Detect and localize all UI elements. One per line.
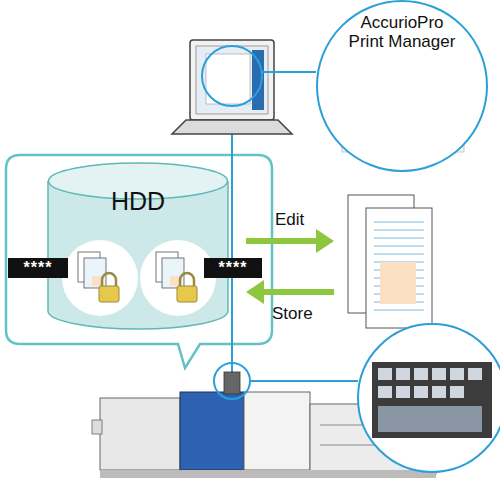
software-callout: AccurioPro Print Manager — [316, 0, 488, 172]
panel-zoom — [358, 324, 500, 472]
panel-screen — [372, 362, 492, 438]
panel-icons — [378, 368, 482, 432]
leader-line — [262, 71, 316, 73]
hdd-cylinder: HDD******** — [48, 162, 228, 330]
node-text: **** — [8, 259, 68, 277]
node-text: **** — [204, 259, 262, 277]
documents — [348, 195, 432, 328]
password-bar: **** — [204, 258, 262, 278]
arrow-label: Edit — [275, 210, 304, 230]
node-text: AccurioPro Print Manager — [342, 14, 462, 51]
zoom-ring — [202, 46, 262, 106]
network-line — [231, 126, 233, 372]
password-bar: **** — [8, 258, 68, 278]
laptop-display — [196, 46, 268, 114]
app-window — [206, 54, 250, 104]
edit-arrow — [246, 229, 334, 253]
store-arrow — [246, 280, 334, 304]
leader-line — [250, 380, 358, 382]
arrow-label: Store — [272, 304, 313, 324]
node-text: HDD — [48, 188, 228, 216]
laptop-base — [172, 120, 292, 134]
laptop-screen — [190, 40, 274, 120]
